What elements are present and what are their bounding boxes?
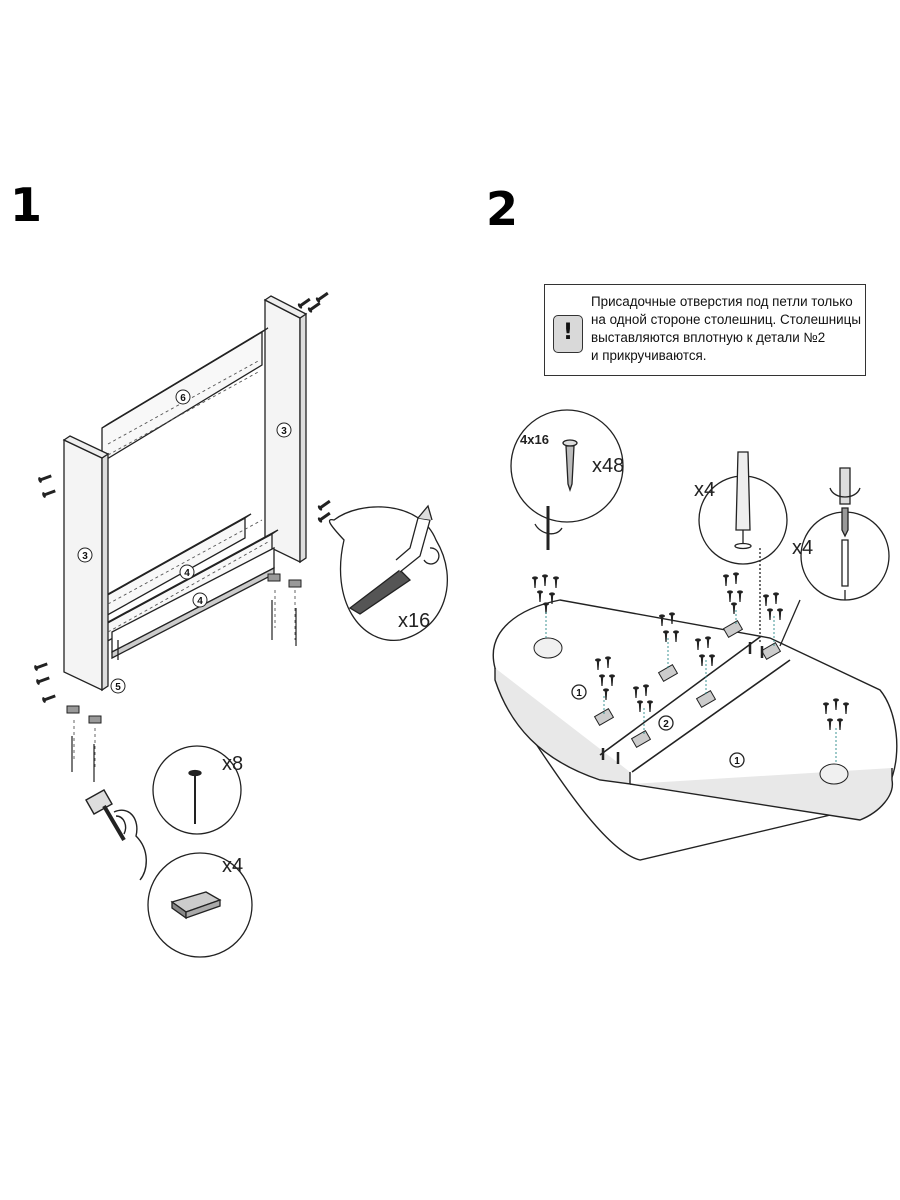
dowel-quantity: x4 xyxy=(694,479,715,501)
glider-quantity: x4 xyxy=(222,855,243,877)
part-label-1-right: 1 xyxy=(734,756,740,767)
screw-callout xyxy=(510,409,624,550)
note-line-4: и прикручиваются. xyxy=(591,348,707,363)
part-circle-1-left xyxy=(571,684,587,700)
side-panel-left xyxy=(62,435,110,692)
nail-callout xyxy=(152,745,242,835)
part-label-5: 5 xyxy=(115,682,121,693)
part-circle-1-right xyxy=(729,752,745,768)
note-line-2: на одной стороне столешниц. Столешницы xyxy=(591,312,861,327)
glider-feet xyxy=(66,573,302,724)
part-label-6: 6 xyxy=(180,393,186,404)
step-1-number: 1 xyxy=(10,178,43,232)
part-label-4-upper: 4 xyxy=(184,568,190,579)
assembly-note-box: ! Присадочные отверстия под петли только… xyxy=(544,284,866,376)
hammer-icon xyxy=(85,789,147,881)
bit-callout xyxy=(779,467,890,647)
nails xyxy=(71,600,297,782)
screw-size: 4x16 xyxy=(520,432,549,447)
glider-callout xyxy=(147,852,253,958)
leg-plates xyxy=(533,637,849,785)
step1-part-labels xyxy=(77,389,292,694)
nail-quantity: x8 xyxy=(222,753,243,775)
part-label-1-left: 1 xyxy=(576,688,582,699)
alignment-lines xyxy=(545,610,837,764)
screw-quantity: x48 xyxy=(592,455,624,477)
part-label-3-left: 3 xyxy=(82,551,88,562)
exclamation-icon: ! xyxy=(553,315,583,353)
note-line-3: выставляются вплотную к детали №2 xyxy=(591,330,826,345)
dowel-callout xyxy=(698,451,788,642)
confirmat-callout xyxy=(328,504,448,641)
hinges xyxy=(593,619,782,749)
part-label-3-right: 3 xyxy=(281,426,287,437)
step1-frame xyxy=(62,295,308,768)
note-line-1: Присадочные отверстия под петли только xyxy=(591,294,853,309)
bit-quantity: x4 xyxy=(792,537,813,559)
part-label-2: 2 xyxy=(663,719,669,730)
part-circle-2 xyxy=(658,715,674,731)
part-label-4-lower: 4 xyxy=(197,596,203,607)
dowels xyxy=(601,642,764,764)
step-2-number: 2 xyxy=(486,182,519,236)
assembly-note-text: Присадочные отверстия под петли только н… xyxy=(591,293,861,365)
confirmat-quantity: x16 xyxy=(398,610,430,632)
